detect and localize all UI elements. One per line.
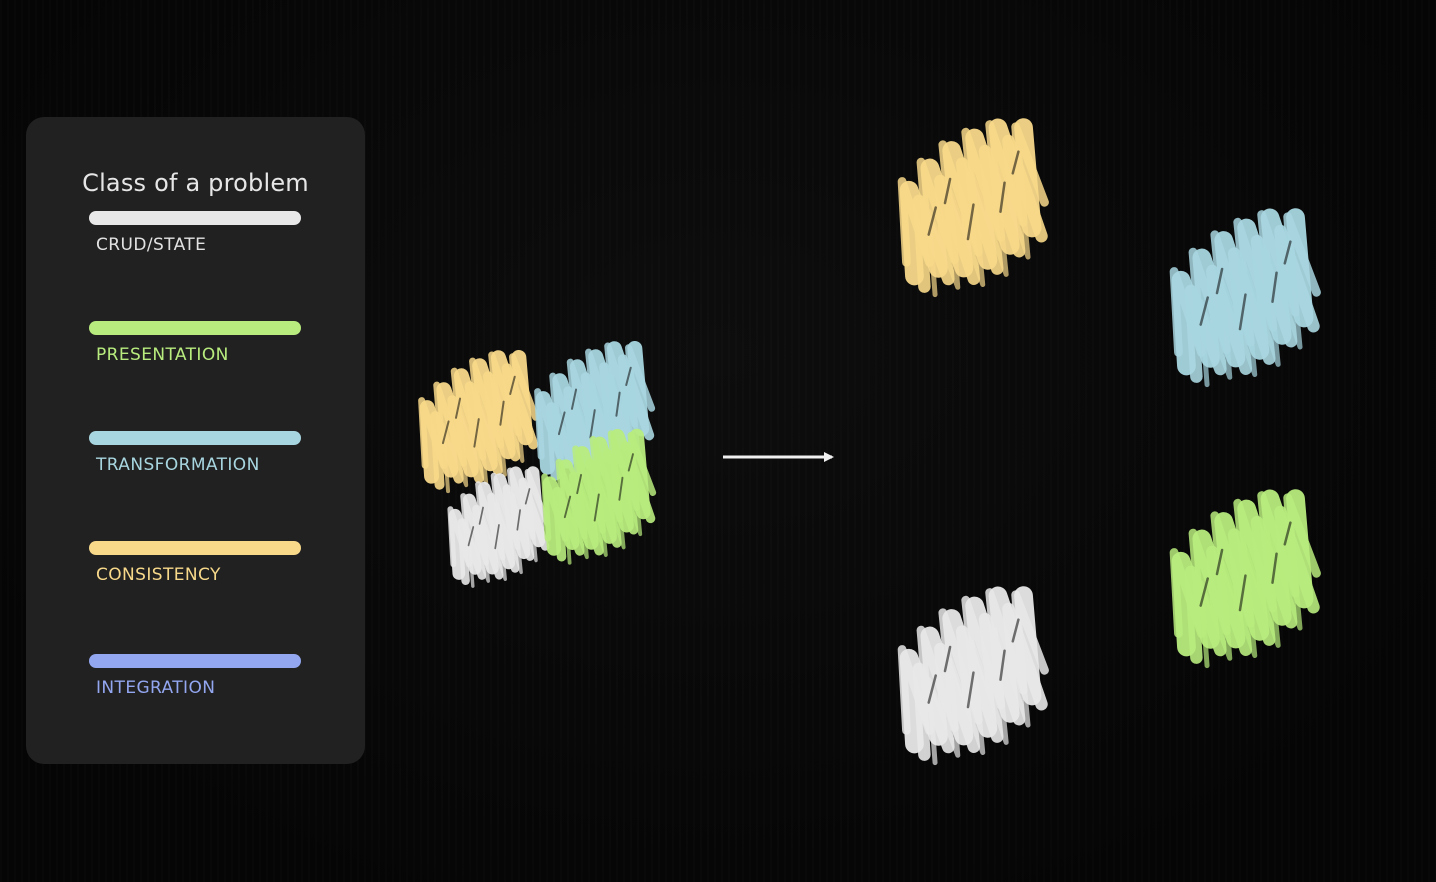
- chalk-texture-gap: [589, 409, 596, 439]
- chalk-texture-gap: [593, 493, 600, 522]
- legend-title: Class of a problem: [82, 169, 309, 197]
- chalk-texture-gap: [478, 506, 484, 525]
- chalk-texture-gap: [524, 488, 531, 505]
- legend-swatch-transformation: [89, 431, 301, 445]
- chalk-texture-gap: [1271, 271, 1278, 303]
- legend-label-consistency: CONSISTENCY: [96, 565, 221, 585]
- chalk-texture-gap: [1271, 552, 1278, 584]
- chalk-texture-gap: [494, 524, 500, 550]
- legend-label-transformation: TRANSFORMATION: [96, 455, 260, 475]
- legend-label-presentation: PRESENTATION: [96, 345, 229, 365]
- chalk-texture-gap: [618, 476, 624, 501]
- chalk-texture-gap: [557, 411, 566, 436]
- chalk-texture-gap: [943, 645, 952, 673]
- chalk-texture-gap: [467, 526, 475, 547]
- chalk-texture-gap: [999, 649, 1006, 681]
- chalk-texture-gap: [943, 177, 952, 205]
- chalk-stroke: [563, 450, 643, 565]
- chalk-texture-gap: [927, 206, 937, 236]
- chalk-texture-gap: [1238, 293, 1247, 331]
- legend-item-integration: INTEGRATION: [89, 654, 301, 714]
- chalk-stroke: [926, 614, 1031, 766]
- chalk-texture-gap: [1215, 267, 1224, 295]
- output-scribble-crud: [897, 586, 1049, 766]
- chalk-texture-gap: [627, 453, 634, 472]
- chalk-stroke: [441, 372, 525, 494]
- legend-label-integration: INTEGRATION: [96, 678, 216, 698]
- legend-swatch-crud: [89, 211, 301, 225]
- chalk-texture-gap: [1199, 577, 1209, 607]
- chalk-stroke: [1198, 236, 1303, 388]
- chalk-texture-gap: [1011, 618, 1020, 643]
- input-scribble-consistency: [418, 349, 540, 494]
- chalk-texture-gap: [966, 203, 975, 241]
- legend-item-transformation: TRANSFORMATION: [89, 431, 301, 491]
- chalk-texture-gap: [1199, 296, 1209, 326]
- mixed-input-cluster: [418, 340, 657, 588]
- chalk-texture-gap: [570, 388, 578, 410]
- legend-item-presentation: PRESENTATION: [89, 321, 301, 381]
- chalk-stroke: [926, 146, 1031, 298]
- chalk-texture-gap: [563, 495, 572, 519]
- chalk-texture-gap: [576, 473, 583, 495]
- legend-swatch-integration: [89, 654, 301, 668]
- chalk-texture-gap: [516, 509, 521, 531]
- chalk-texture-gap: [509, 375, 516, 396]
- legend-swatch-presentation: [89, 321, 301, 335]
- legend-item-crud: CRUD/STATE: [89, 211, 301, 271]
- chalk-texture-gap: [927, 674, 937, 704]
- chalk-texture-gap: [1238, 574, 1247, 612]
- chalk-texture-gap: [1215, 548, 1224, 576]
- chalk-texture-gap: [473, 418, 480, 448]
- legend-item-consistency: CONSISTENCY: [89, 541, 301, 601]
- chalk-texture-gap: [615, 391, 621, 417]
- input-scribble-crud: [447, 466, 551, 588]
- legend-swatch-consistency: [89, 541, 301, 555]
- input-scribble-presentation: [541, 428, 657, 565]
- output-scribble-presentation: [1169, 489, 1321, 669]
- output-scribble-consistency: [897, 118, 1049, 298]
- chalk-texture-gap: [1011, 150, 1020, 175]
- legend-panel: Class of a problem CRUD/STATE PRESENTATI…: [26, 117, 365, 764]
- legend-label-crud: CRUD/STATE: [96, 235, 207, 255]
- chalk-stroke: [466, 485, 538, 588]
- output-scribble-transformation: [1169, 208, 1321, 388]
- chalk-texture-gap: [1283, 240, 1292, 265]
- chalk-texture-gap: [999, 181, 1006, 213]
- chalk-texture-gap: [966, 671, 975, 709]
- chalk-texture-gap: [1283, 521, 1292, 546]
- chalk-texture-gap: [625, 366, 632, 387]
- chalk-texture-gap: [454, 397, 462, 419]
- chalk-stroke: [557, 363, 641, 485]
- chalk-stroke: [1198, 517, 1303, 669]
- chalk-texture-gap: [499, 400, 505, 426]
- chalk-texture-gap: [441, 420, 450, 445]
